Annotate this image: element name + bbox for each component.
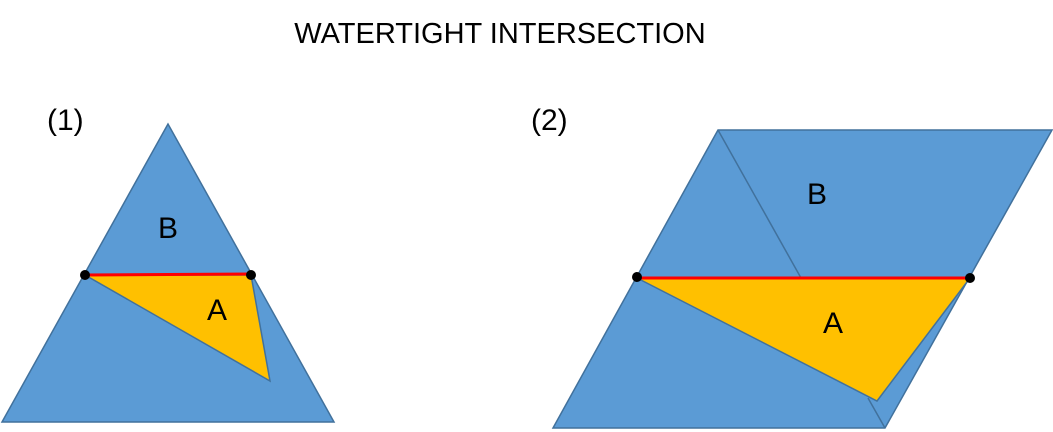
intersection-point (965, 273, 975, 283)
label-a: A (207, 294, 227, 327)
panel-2-label: (2) (531, 104, 568, 137)
fold-edge (867, 397, 886, 429)
diagonal-edge (717, 129, 802, 279)
intersection-point (246, 270, 256, 280)
panel-1 (0, 122, 336, 423)
panel-1-label: (1) (47, 104, 84, 137)
intersection-point (632, 272, 642, 282)
label-b: B (158, 212, 178, 245)
label-b: B (807, 178, 827, 211)
panel-2 (551, 129, 1053, 429)
intersection-point (80, 270, 90, 280)
diagram-title: WATERTIGHT INTERSECTION (294, 18, 706, 50)
intersection-segment (84, 272, 252, 277)
label-a: A (823, 307, 843, 340)
